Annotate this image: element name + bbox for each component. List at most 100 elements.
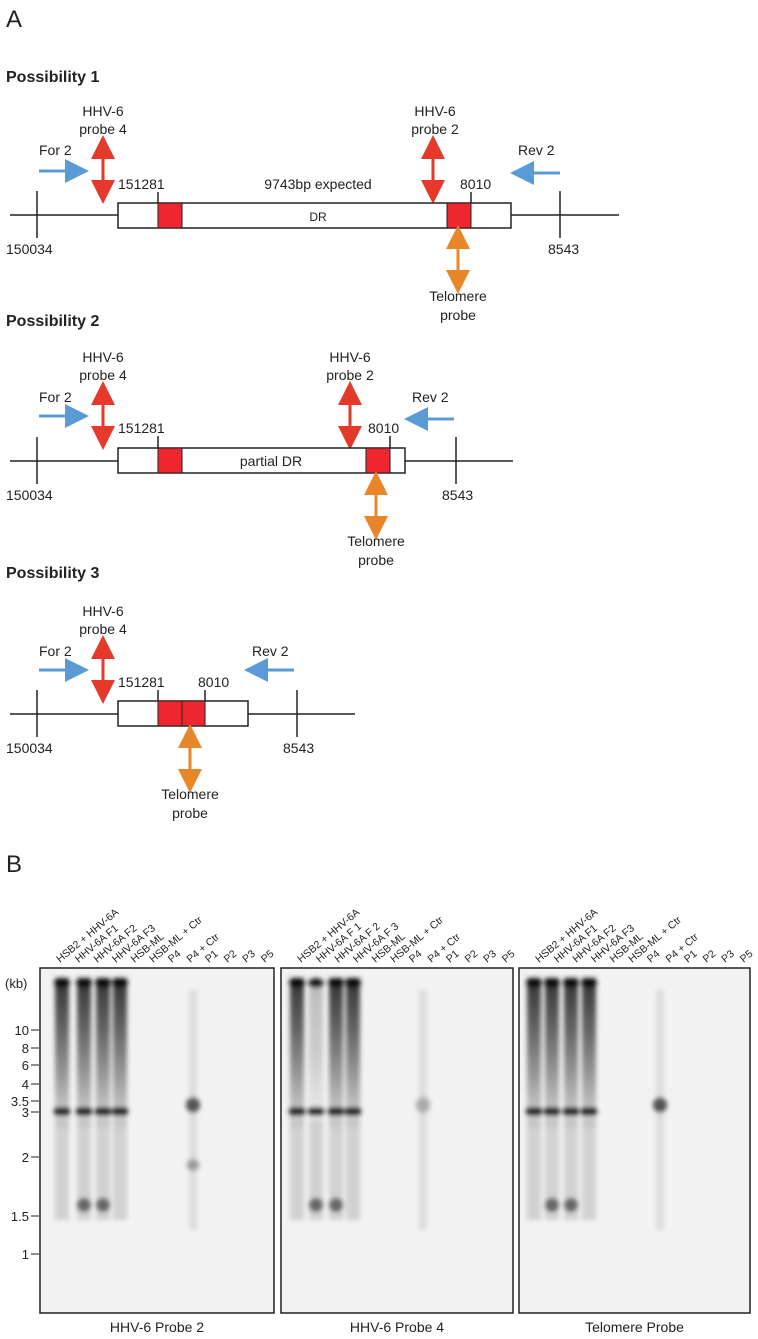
lane-smear <box>346 978 360 1128</box>
band-low <box>564 1198 578 1212</box>
right-end-label: 8543 <box>283 740 314 756</box>
panel-a-label: A <box>6 6 22 33</box>
band-low <box>309 1198 323 1212</box>
band-3kb <box>76 1107 92 1116</box>
band-low <box>96 1198 110 1212</box>
left-end-label: 150034 <box>6 487 53 503</box>
band-3kb <box>328 1107 344 1116</box>
left-end-label: 150034 <box>6 740 53 756</box>
lane-label: P2 <box>222 948 240 966</box>
dr-left-red-block <box>157 202 183 229</box>
lane-smear <box>582 978 596 1128</box>
well-band <box>54 978 70 988</box>
band-low <box>77 1198 91 1212</box>
ladder-label: 1 <box>22 1247 29 1262</box>
blot-caption: HHV-6 Probe 2 <box>110 1319 204 1335</box>
probe2-label-line2: probe 2 <box>411 121 459 137</box>
for-primer-label: For 2 <box>39 142 72 158</box>
for-primer-label: For 2 <box>39 643 72 659</box>
right-end-label: 8543 <box>442 487 473 503</box>
band-3kb <box>289 1107 305 1116</box>
left-end-label: 150034 <box>6 241 53 257</box>
blot-signal <box>54 978 200 1230</box>
possibility-title: Possibility 1 <box>6 69 99 86</box>
telomere-label-line1: Telomere <box>347 533 405 549</box>
telomere-label-line1: Telomere <box>429 288 487 304</box>
well-band <box>112 978 128 988</box>
expected-size-label: 9743bp expected <box>264 176 371 192</box>
telomere-label-line2: probe <box>440 307 476 323</box>
lane-smear <box>329 978 343 1128</box>
dr-box <box>117 202 512 229</box>
lane-label: P5 <box>738 948 756 966</box>
dr-left-red-block <box>157 447 183 474</box>
blot-signal <box>526 978 667 1230</box>
well-band <box>345 978 361 988</box>
ladder-label: 3 <box>22 1105 29 1120</box>
probe4-label-line2: probe 4 <box>79 121 127 137</box>
band-p4-ctr <box>416 1097 430 1113</box>
probe2-label-line1: HHV-6 <box>329 349 370 365</box>
right-position-label: 8010 <box>198 674 229 690</box>
box-label: DR <box>309 210 327 224</box>
probe4-label-line1: HHV-6 <box>82 603 123 619</box>
well-band <box>581 978 597 988</box>
lane-smear <box>309 978 323 1128</box>
right-position-label: 8010 <box>460 176 491 192</box>
kb-label: (kb) <box>5 976 27 991</box>
telomere-label-line2: probe <box>172 805 208 821</box>
ladder-label: 2 <box>22 1150 29 1165</box>
telomere-label-line2: probe <box>358 552 394 568</box>
lane-smear <box>55 978 69 1128</box>
right-position-label: 8010 <box>368 420 399 436</box>
lane-smear <box>545 978 559 1128</box>
for-primer-label: For 2 <box>39 389 72 405</box>
blot-membrane <box>39 967 275 1314</box>
left-position-label: 151281 <box>118 176 165 192</box>
lane-smear <box>77 978 91 1128</box>
band-low <box>545 1198 559 1212</box>
left-position-label: 151281 <box>118 674 165 690</box>
band-3kb <box>54 1107 70 1116</box>
lane-label: P3 <box>240 948 258 966</box>
telomere-label-line1: Telomere <box>161 786 219 802</box>
band-3kb <box>563 1107 579 1116</box>
possibility-3: Possibility 3 HHV-6 probe 4 For 2 Rev 2 … <box>6 565 355 821</box>
lane-label: P5 <box>259 948 277 966</box>
blot-signal <box>289 978 430 1230</box>
band-p4-ctr <box>653 1097 667 1113</box>
band-p4-ctr <box>186 1097 200 1113</box>
band-3kb <box>95 1107 111 1116</box>
dr-right-red-block <box>181 700 206 727</box>
ladder-label: 3.5 <box>11 1094 29 1109</box>
dr-right-red-block <box>446 202 472 229</box>
rev-primer-label: Rev 2 <box>518 142 555 158</box>
band-low <box>329 1198 343 1212</box>
left-position-label: 151281 <box>118 420 165 436</box>
blot-caption: Telomere Probe <box>585 1319 684 1335</box>
band-3kb <box>526 1107 542 1116</box>
dr-right-red-block <box>365 447 391 474</box>
lane-smear <box>96 978 110 1128</box>
ladder-label: 6 <box>22 1058 29 1073</box>
band-3kb <box>544 1107 560 1116</box>
probe4-label-line1: HHV-6 <box>82 349 123 365</box>
lane-label: P5 <box>500 948 518 966</box>
well-band <box>328 978 344 988</box>
well-band <box>526 978 542 988</box>
lane-smear <box>527 978 541 1128</box>
lane-smear <box>290 978 304 1128</box>
well-band <box>289 978 305 988</box>
well-band <box>544 978 560 988</box>
probe4-label-line2: probe 4 <box>79 621 127 637</box>
possibility-1: Possibility 1 HHV-6 probe 4 HHV-6 probe … <box>6 69 619 323</box>
lane-label: P3 <box>719 948 737 966</box>
probe4-label-line2: probe 4 <box>79 367 127 383</box>
well-band <box>76 978 92 988</box>
possibility-2: Possibility 2 HHV-6 probe 4 HHV-6 probe … <box>6 313 513 568</box>
